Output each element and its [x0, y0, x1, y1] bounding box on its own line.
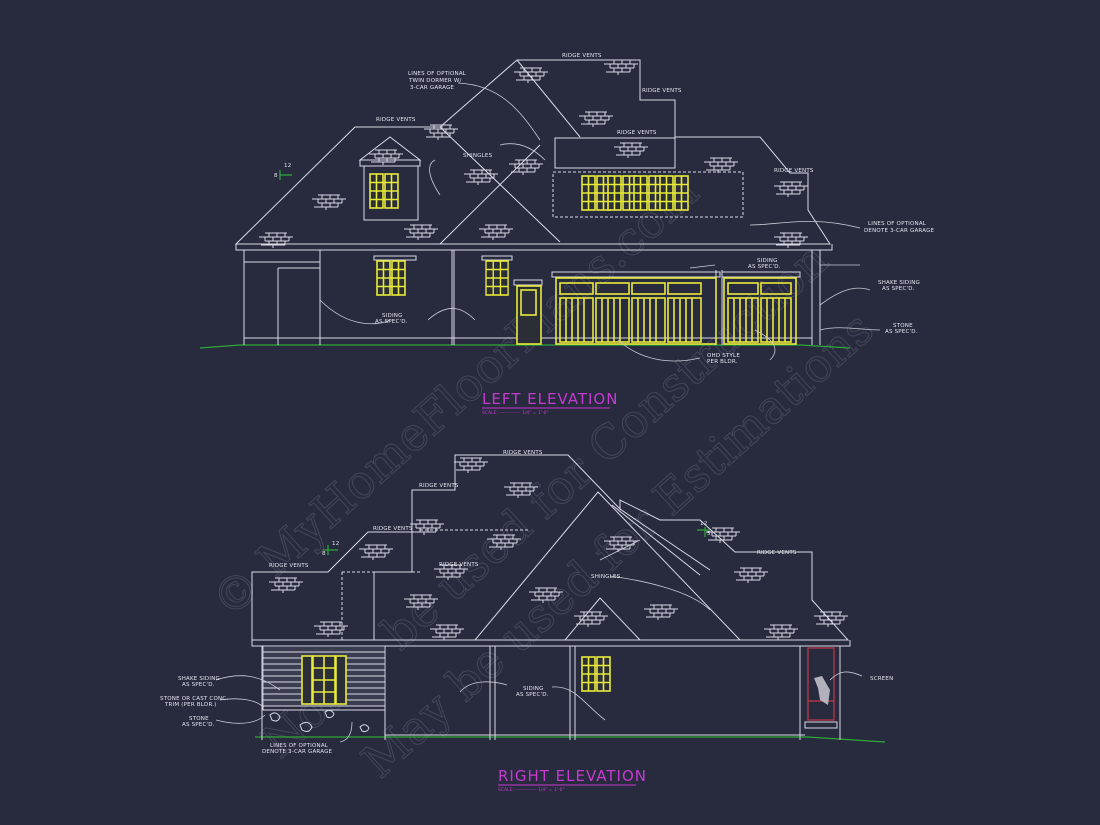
svg-text:STONE: STONE [189, 716, 209, 722]
svg-text:SIDING: SIDING [382, 313, 403, 319]
svg-text:SIDING: SIDING [523, 686, 544, 692]
svg-text:RIDGE VENTS: RIDGE VENTS [757, 550, 797, 556]
svg-text:RIDGE VENTS: RIDGE VENTS [617, 130, 657, 136]
svg-text:DENOTE 3-CAR GARAGE: DENOTE 3-CAR GARAGE [864, 228, 935, 234]
pitch-rise: 12 [700, 521, 707, 527]
pitch-rise: 12 [284, 163, 291, 169]
right-elevation-title: RIGHT ELEVATION [498, 767, 647, 785]
svg-text:TRIM (PER BLDR.): TRIM (PER BLDR.) [164, 702, 217, 708]
svg-text:STONE: STONE [893, 323, 913, 329]
svg-text:AS SPEC'D.: AS SPEC'D. [182, 682, 215, 688]
shingle-symbols [258, 59, 809, 249]
roof-outline [234, 59, 831, 245]
right-elevation-scale: SCALE: ------------- 1/4" = 1'-0" [498, 787, 565, 793]
window-right [581, 656, 611, 692]
svg-text:SHINGLES: SHINGLES [591, 574, 621, 580]
roof-outline [251, 454, 850, 641]
svg-text:SHINGLES: SHINGLES [463, 153, 493, 159]
svg-text:RIDGE VENTS: RIDGE VENTS [503, 450, 543, 456]
svg-text:RIDGE VENTS: RIDGE VENTS [642, 88, 682, 94]
svg-text:SHAKE SIDING: SHAKE SIDING [178, 676, 220, 682]
pitch-run: 8 [274, 173, 278, 179]
svg-text:RIDGE VENTS: RIDGE VENTS [376, 117, 416, 123]
left-elevation-notes: RIDGE VENTS RIDGE VENTS RIDGE VENTS RIDG… [375, 53, 935, 365]
pitch-run: 5 [707, 531, 711, 537]
svg-text:3-CAR GARAGE: 3-CAR GARAGE [410, 85, 454, 91]
svg-text:RIDGE VENTS: RIDGE VENTS [419, 483, 459, 489]
svg-text:AS SPEC'D.: AS SPEC'D. [885, 329, 918, 335]
left-elevation-scale: SCALE: ------------- 1/4" = 1'-0" [482, 410, 549, 416]
svg-text:RIDGE VENTS: RIDGE VENTS [439, 562, 479, 568]
svg-text:SIDING: SIDING [757, 258, 778, 264]
grade-line [199, 344, 851, 349]
svg-text:RIDGE VENTS: RIDGE VENTS [562, 53, 602, 59]
screen-porch [807, 647, 835, 721]
svg-text:AS SPEC'D.: AS SPEC'D. [375, 319, 408, 325]
svg-text:OHD STYLE: OHD STYLE [707, 353, 740, 359]
svg-text:PER BLDR.: PER BLDR. [707, 359, 738, 365]
window-left-2 [485, 260, 509, 296]
svg-text:SCREEN: SCREEN [870, 676, 893, 682]
right-elevation: 12 8 12 5 RIDGE VENTS RIDGE VENTS RIDGE … [160, 450, 893, 793]
svg-text:TWIN DORMER W/: TWIN DORMER W/ [408, 78, 462, 84]
garage-doors-3car [555, 277, 797, 345]
svg-text:RIDGE VENTS: RIDGE VENTS [373, 526, 413, 532]
right-elevation-notes: RIDGE VENTS RIDGE VENTS RIDGE VENTS RIDG… [160, 450, 893, 755]
svg-text:LINES OF OPTIONAL: LINES OF OPTIONAL [270, 743, 329, 749]
left-elevation: 12 8 RIDGE VENTS RIDGE VENTS RIDGE VENTS… [199, 53, 935, 416]
pitch-rise: 12 [332, 541, 339, 547]
svg-text:SHAKE SIDING: SHAKE SIDING [878, 280, 920, 286]
dormer-window-left [369, 173, 399, 209]
twin-dormer-windows [581, 175, 689, 211]
svg-text:AS SPEC'D.: AS SPEC'D. [182, 722, 215, 728]
svg-text:LINES OF OPTIONAL: LINES OF OPTIONAL [408, 71, 467, 77]
svg-text:DENOTE 3-CAR GARAGE: DENOTE 3-CAR GARAGE [262, 749, 333, 755]
svg-text:AS SPEC'D.: AS SPEC'D. [516, 692, 549, 698]
window-left-1 [376, 260, 406, 296]
grade-line [255, 736, 886, 743]
svg-text:RIDGE VENTS: RIDGE VENTS [269, 563, 309, 569]
pitch-run: 8 [322, 551, 326, 557]
svg-text:LINES OF OPTIONAL: LINES OF OPTIONAL [868, 221, 927, 227]
left-elevation-title: LEFT ELEVATION [482, 390, 618, 408]
svg-text:AS SPEC'D.: AS SPEC'D. [748, 264, 781, 270]
svg-text:STONE OR CAST CONC.: STONE OR CAST CONC. [160, 696, 228, 702]
svg-text:AS SPEC'D.: AS SPEC'D. [882, 286, 915, 292]
svg-text:RIDGE VENTS: RIDGE VENTS [774, 168, 814, 174]
